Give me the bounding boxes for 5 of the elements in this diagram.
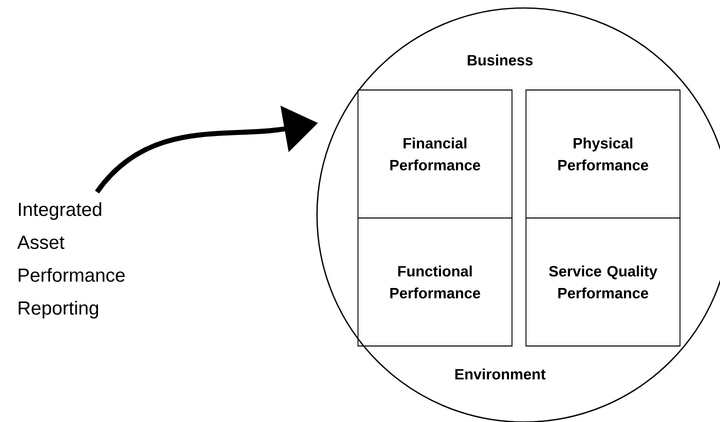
grid-cell: Financial Performance [358,90,512,218]
grid-cell: Physical Performance [526,90,680,218]
grid-cell: Service Quality Performance [526,218,680,346]
caption-text: Integrated Asset Performance Reporting [17,202,125,318]
grid-cell: Functional Performance [358,218,512,346]
